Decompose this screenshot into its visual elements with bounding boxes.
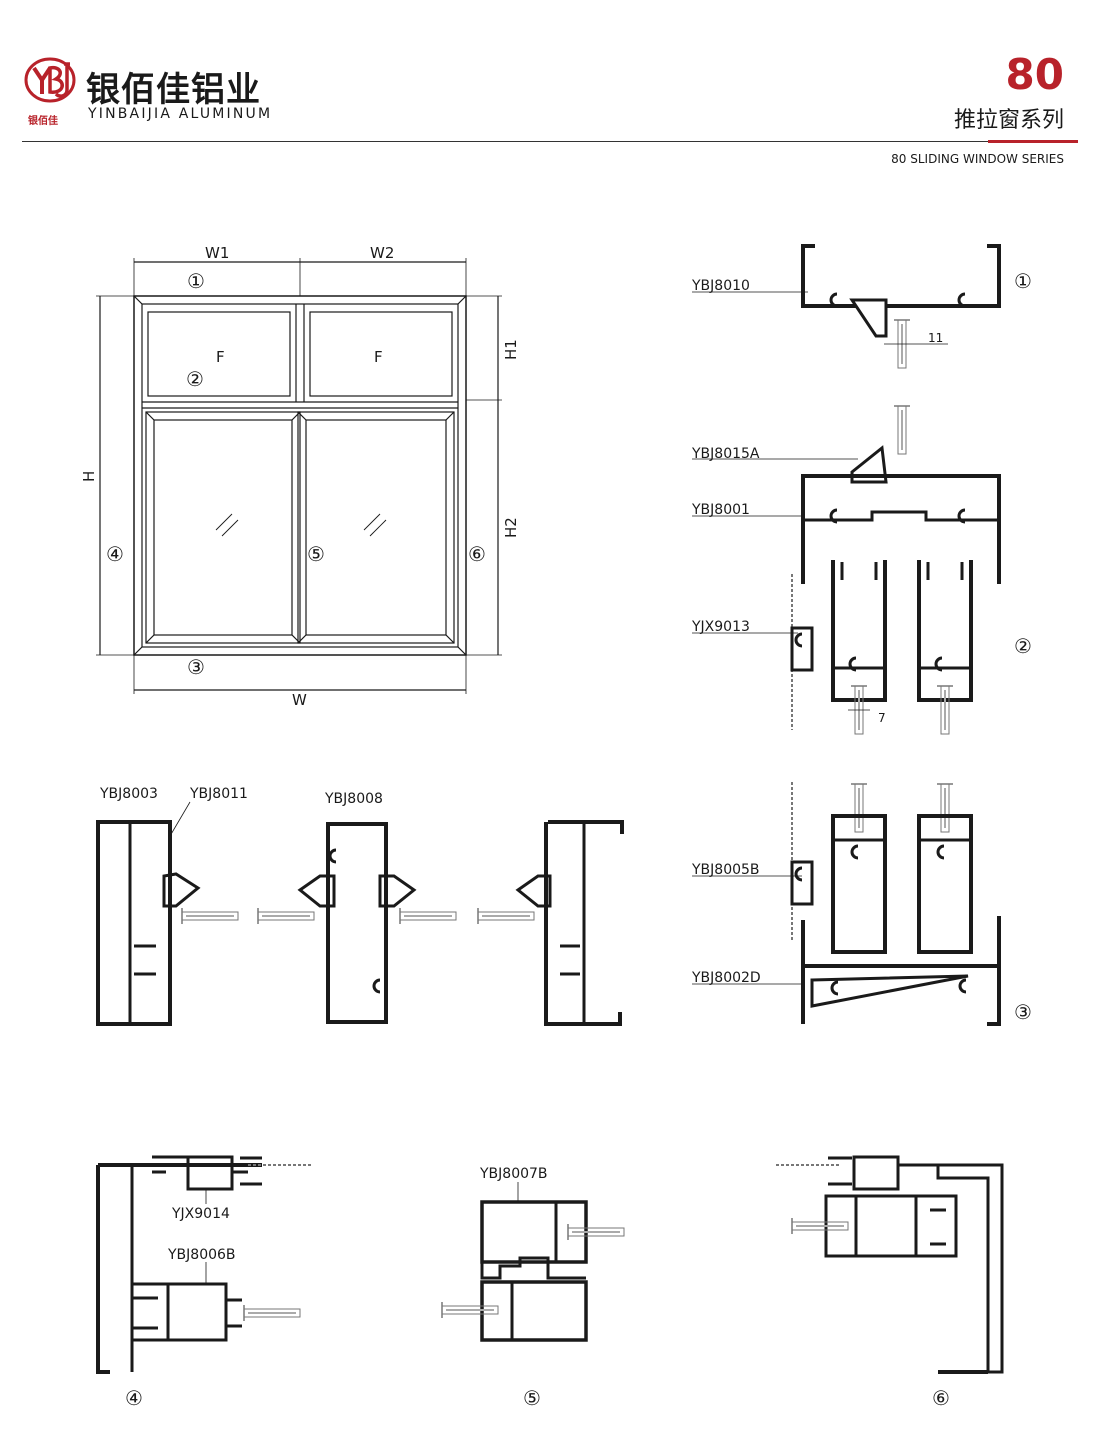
label-ybj8001: YBJ8001 (691, 502, 750, 518)
section-bottom-frame (801, 916, 1001, 1026)
outer-frame (133, 295, 467, 656)
detail-labels: YJX9014 YBJ8006B YBJ8007B ④ ⑤ ⑥ (125, 1166, 950, 1410)
fixed-label-left: F (216, 348, 225, 366)
ybj-logo-icon (24, 57, 76, 103)
dim-label-w: W (292, 691, 307, 709)
section-lower-sashes (790, 782, 973, 954)
dim-label-h: H (80, 471, 98, 482)
header-divider (22, 141, 1068, 142)
fixed-pane-left (147, 311, 291, 397)
label-ybj8015a: YBJ8015A (691, 446, 760, 462)
detail-marker-4: ④ (125, 1386, 143, 1410)
label-ybj8006b: YBJ8006B (167, 1247, 236, 1263)
marker-2: ② (186, 367, 204, 391)
dim-label-w1: W1 (205, 244, 229, 262)
hsection-right-frame (476, 820, 624, 1026)
series-title-en: 80 SLIDING WINDOW SERIES (891, 152, 1064, 166)
detail-marker-6: ⑥ (932, 1386, 950, 1410)
hsection-labels: YBJ8003 YBJ8011 YBJ8008 (99, 786, 383, 837)
glass-mark-left (215, 513, 233, 531)
brand-logo (20, 54, 80, 110)
label-yjx9013: YJX9013 (691, 619, 750, 635)
section-top-frame (801, 244, 1001, 370)
marker-3: ③ (187, 655, 205, 679)
section-marker-2: ② (1014, 634, 1032, 658)
dim-label-h2: H2 (502, 517, 520, 538)
marker-5: ⑤ (307, 542, 325, 566)
fixed-pane-right (309, 311, 453, 397)
marker-4: ④ (106, 542, 124, 566)
glass-mark-right (363, 513, 381, 531)
brand-name-en: YINBAIJIA ALUMINUM (88, 106, 273, 122)
elevation-labels: W1 W2 W H H1 H2 F F ① ② ③ ④ ⑤ ⑥ (80, 244, 520, 709)
section-annotations (692, 291, 948, 985)
detail-5 (440, 1200, 626, 1342)
sash-left (145, 411, 301, 644)
fixed-label-right: F (374, 348, 383, 366)
marker-1: ① (187, 269, 205, 293)
label-ybj8002d: YBJ8002D (691, 970, 761, 986)
label-ybj8008: YBJ8008 (324, 791, 383, 807)
logo-subtitle: 银佰佳 (28, 116, 58, 127)
hsection-left-frame (96, 820, 240, 1026)
brand-name-cn: 银佰佳铝业 (86, 70, 261, 110)
sash-right (297, 411, 455, 644)
label-ybj8003: YBJ8003 (99, 786, 158, 802)
section-marker-1: ① (1014, 269, 1032, 293)
label-ybj8007b: YBJ8007B (479, 1166, 548, 1182)
label-ybj8005b: YBJ8005B (691, 862, 760, 878)
dim-11: 11 (928, 331, 943, 345)
dim-label-w2: W2 (370, 244, 394, 262)
series-title-cn: 推拉窗系列 (953, 108, 1064, 133)
label-ybj8011: YBJ8011 (189, 786, 248, 802)
section-transom (801, 404, 1001, 584)
detail-4 (96, 1155, 312, 1374)
detail-6 (776, 1155, 1004, 1374)
label-yjx9014: YJX9014 (171, 1206, 230, 1222)
hsection-mullion (256, 822, 458, 1024)
dim-label-h1: H1 (502, 339, 520, 360)
section-marker-3: ③ (1014, 1000, 1032, 1024)
window-elevation (96, 258, 502, 694)
section-upper-sashes (790, 560, 973, 736)
marker-6: ⑥ (468, 542, 486, 566)
header-accent-bar (988, 140, 1078, 143)
section-labels: YBJ8010 11 YBJ8015A YBJ8001 YJX9013 7 YB… (691, 269, 1032, 1024)
dim-7: 7 (878, 711, 886, 725)
label-ybj8010: YBJ8010 (691, 278, 750, 294)
series-number: 80 (1005, 50, 1064, 99)
detail-marker-5: ⑤ (523, 1386, 541, 1410)
